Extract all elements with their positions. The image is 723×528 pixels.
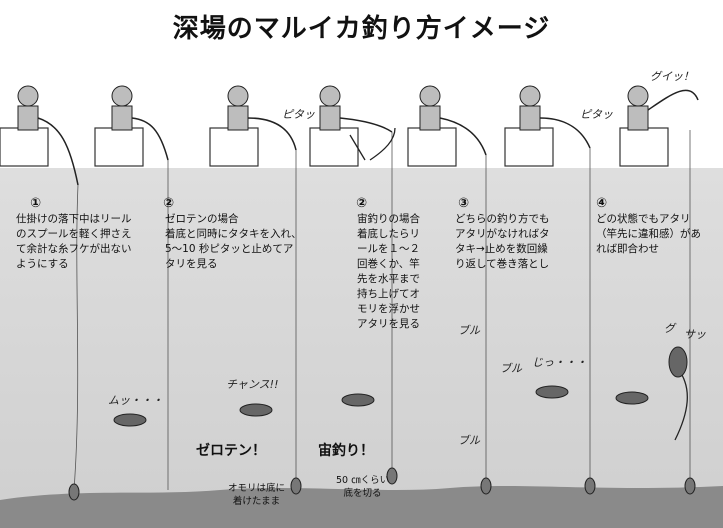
step-number-4: ④ bbox=[596, 196, 608, 211]
sfx-gui: グイッ！ bbox=[650, 70, 694, 83]
step-number-1: ① bbox=[30, 196, 42, 211]
fishing-lines bbox=[73, 130, 691, 491]
rods bbox=[37, 89, 699, 186]
note-sinker-on-bottom: オモリは底に 着けたまま bbox=[228, 483, 286, 507]
step-number-3: ③ bbox=[458, 196, 470, 211]
sfx-pita-1: ピタッ bbox=[282, 108, 315, 121]
sfx-ji: じっ・・・ bbox=[532, 356, 587, 369]
label-zeroten: ゼロテン！ bbox=[196, 443, 266, 459]
step-text-1: 仕掛けの落下中はリール のスプールを軽く押さえ て余計な糸フケが出ない ようにす… bbox=[16, 213, 132, 270]
sfx-mu: ムッ・・・ bbox=[108, 394, 163, 407]
sfx-pita-2: ピタッ bbox=[580, 108, 613, 121]
sfx-gu: グ bbox=[664, 322, 675, 335]
step-number-2b: ② bbox=[356, 196, 368, 211]
note-lift-50cm: 50 ㎝くらい 底を切る bbox=[336, 475, 390, 499]
motion-arrows bbox=[349, 127, 688, 441]
sfx-chance: チャンス!! bbox=[226, 378, 279, 391]
sinkers bbox=[68, 467, 696, 501]
page-title: 深場のマルイカ釣り方イメージ bbox=[172, 14, 551, 44]
water-area bbox=[0, 168, 723, 528]
step-text-3: どちらの釣り方でも アタリがなければタ タキ→止めを数回繰 り返して巻き落とし bbox=[455, 213, 550, 270]
seabed bbox=[0, 486, 723, 528]
anglers bbox=[17, 85, 649, 131]
sfx-buru-1: ブル bbox=[458, 324, 480, 337]
step-number-2a: ② bbox=[163, 196, 175, 211]
boats bbox=[0, 127, 669, 167]
sfx-buru-2: ブル bbox=[500, 362, 522, 375]
sfx-sa: サッ bbox=[684, 328, 706, 341]
squid bbox=[113, 346, 688, 427]
step-text-4: どの状態でもアタリ （竿先に違和感）があ れば即合わせ bbox=[596, 213, 701, 255]
step-text-2a: ゼロテンの場合 着底と同時にタタキを入れ、 5～10 秒ピタッと止めてア タリを… bbox=[165, 213, 302, 270]
step-text-2b: 宙釣りの場合 着底したらリ ールを１～２ 回巻くか、竿 先を水平まで 持ち上げて… bbox=[357, 213, 420, 330]
label-chuzuri: 宙釣り！ bbox=[318, 443, 374, 459]
sfx-buru-3: ブル bbox=[458, 434, 480, 447]
